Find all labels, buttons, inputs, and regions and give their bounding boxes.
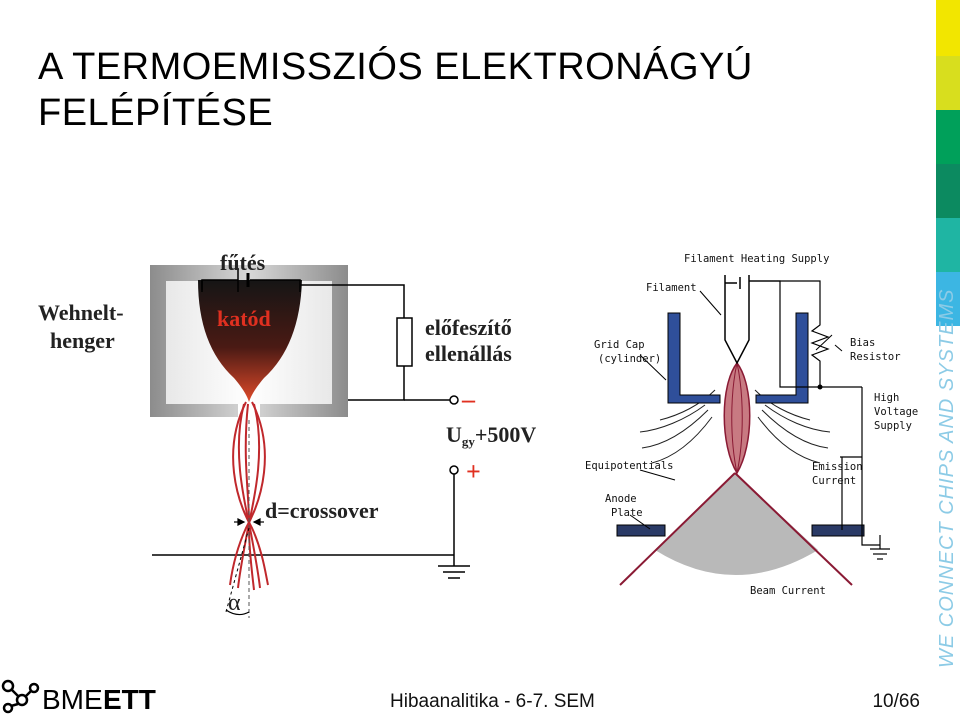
label-heating: fűtés — [220, 250, 266, 275]
label-hv-3: Supply — [874, 420, 912, 432]
label-voltage-value: +500V — [475, 422, 537, 447]
label-grid-cap-1: Grid Cap — [594, 339, 645, 351]
right-ground-symbol — [870, 535, 890, 560]
logo-network-icon — [1, 679, 40, 714]
footer-page-number: 10/66 — [872, 691, 920, 712]
label-emission-2: Current — [812, 475, 856, 487]
anode-plate-left — [616, 524, 666, 537]
label-arrows — [629, 290, 843, 530]
anode-plate-right — [811, 524, 865, 537]
title-line-2: FELÉPÍTÉSE — [38, 92, 274, 134]
hv-supply-wire — [840, 387, 880, 546]
footer-course-title: Hibaanalitika - 6-7. SEM — [390, 691, 595, 712]
beam-cone — [655, 473, 818, 575]
label-filament-heating-supply: Filament Heating Supply — [684, 253, 829, 265]
slide-title: A TERMOEMISSZIÓS ELEKTRONÁGYÚ FELÉPÍTÉSE — [38, 44, 753, 136]
bias-wire-bottom — [348, 366, 405, 401]
side-color-bar — [936, 0, 960, 326]
alpha-angle-arc — [225, 609, 250, 616]
terminal-plus — [449, 465, 459, 475]
label-beam-current: Beam Current — [750, 585, 826, 597]
logo-ett: ETT — [103, 684, 156, 715]
label-hv-2: Voltage — [874, 406, 918, 418]
label-minus: – — [461, 385, 476, 414]
equipotential-lines — [639, 389, 831, 464]
logo-bme: BME — [42, 684, 103, 715]
label-bias-2: Resistor — [850, 351, 901, 363]
label-wehnelt-1: Wehnelt- — [38, 300, 124, 325]
label-plus: + — [466, 457, 481, 486]
label-grid-cap-2: (cylinder) — [598, 353, 661, 365]
label-anode-1: Anode — [605, 493, 637, 505]
terminal-minus — [449, 395, 459, 405]
bias-resistor — [396, 317, 413, 367]
label-hv-1: High — [874, 392, 899, 404]
bmeett-logo: BME ETT — [1, 679, 156, 715]
bias-circuit — [749, 280, 830, 387]
label-wehnelt-2: henger — [50, 328, 115, 353]
ground-symbol — [438, 555, 470, 579]
grid-cap — [667, 312, 721, 404]
side-slogan: WE CONNECT CHIPS AND SYSTEMS — [936, 288, 958, 668]
label-voltage: Ugy+500V — [446, 422, 536, 449]
label-cathode: katód — [217, 306, 271, 331]
label-crossover: d=crossover — [265, 498, 379, 523]
label-bias-2: ellenállás — [425, 341, 512, 366]
label-voltage-u: U — [446, 422, 462, 447]
crossover-marker — [234, 518, 264, 526]
right-gun-diagram: Filament Heating Supply Filament Grid Ca… — [585, 253, 918, 597]
label-bias-1: Bias — [850, 337, 875, 349]
title-line-1: A TERMOEMISSZIÓS ELEKTRONÁGYÚ — [38, 46, 753, 88]
label-bias-1: előfeszítő — [425, 315, 512, 340]
left-gun-diagram: fűtés katód Wehnelt- henger előfeszítő e… — [38, 250, 536, 618]
label-anode-2: Plate — [611, 507, 643, 519]
filament — [724, 275, 750, 365]
label-voltage-sub: gy — [462, 434, 476, 449]
cathode-shape — [198, 280, 302, 402]
beam-lens — [723, 361, 751, 475]
label-filament: Filament — [646, 282, 697, 294]
label-alpha: α — [228, 590, 241, 616]
label-equipotentials: Equipotentials — [585, 460, 674, 472]
bias-wire-top — [300, 284, 405, 318]
label-emission-1: Emission — [812, 461, 863, 473]
